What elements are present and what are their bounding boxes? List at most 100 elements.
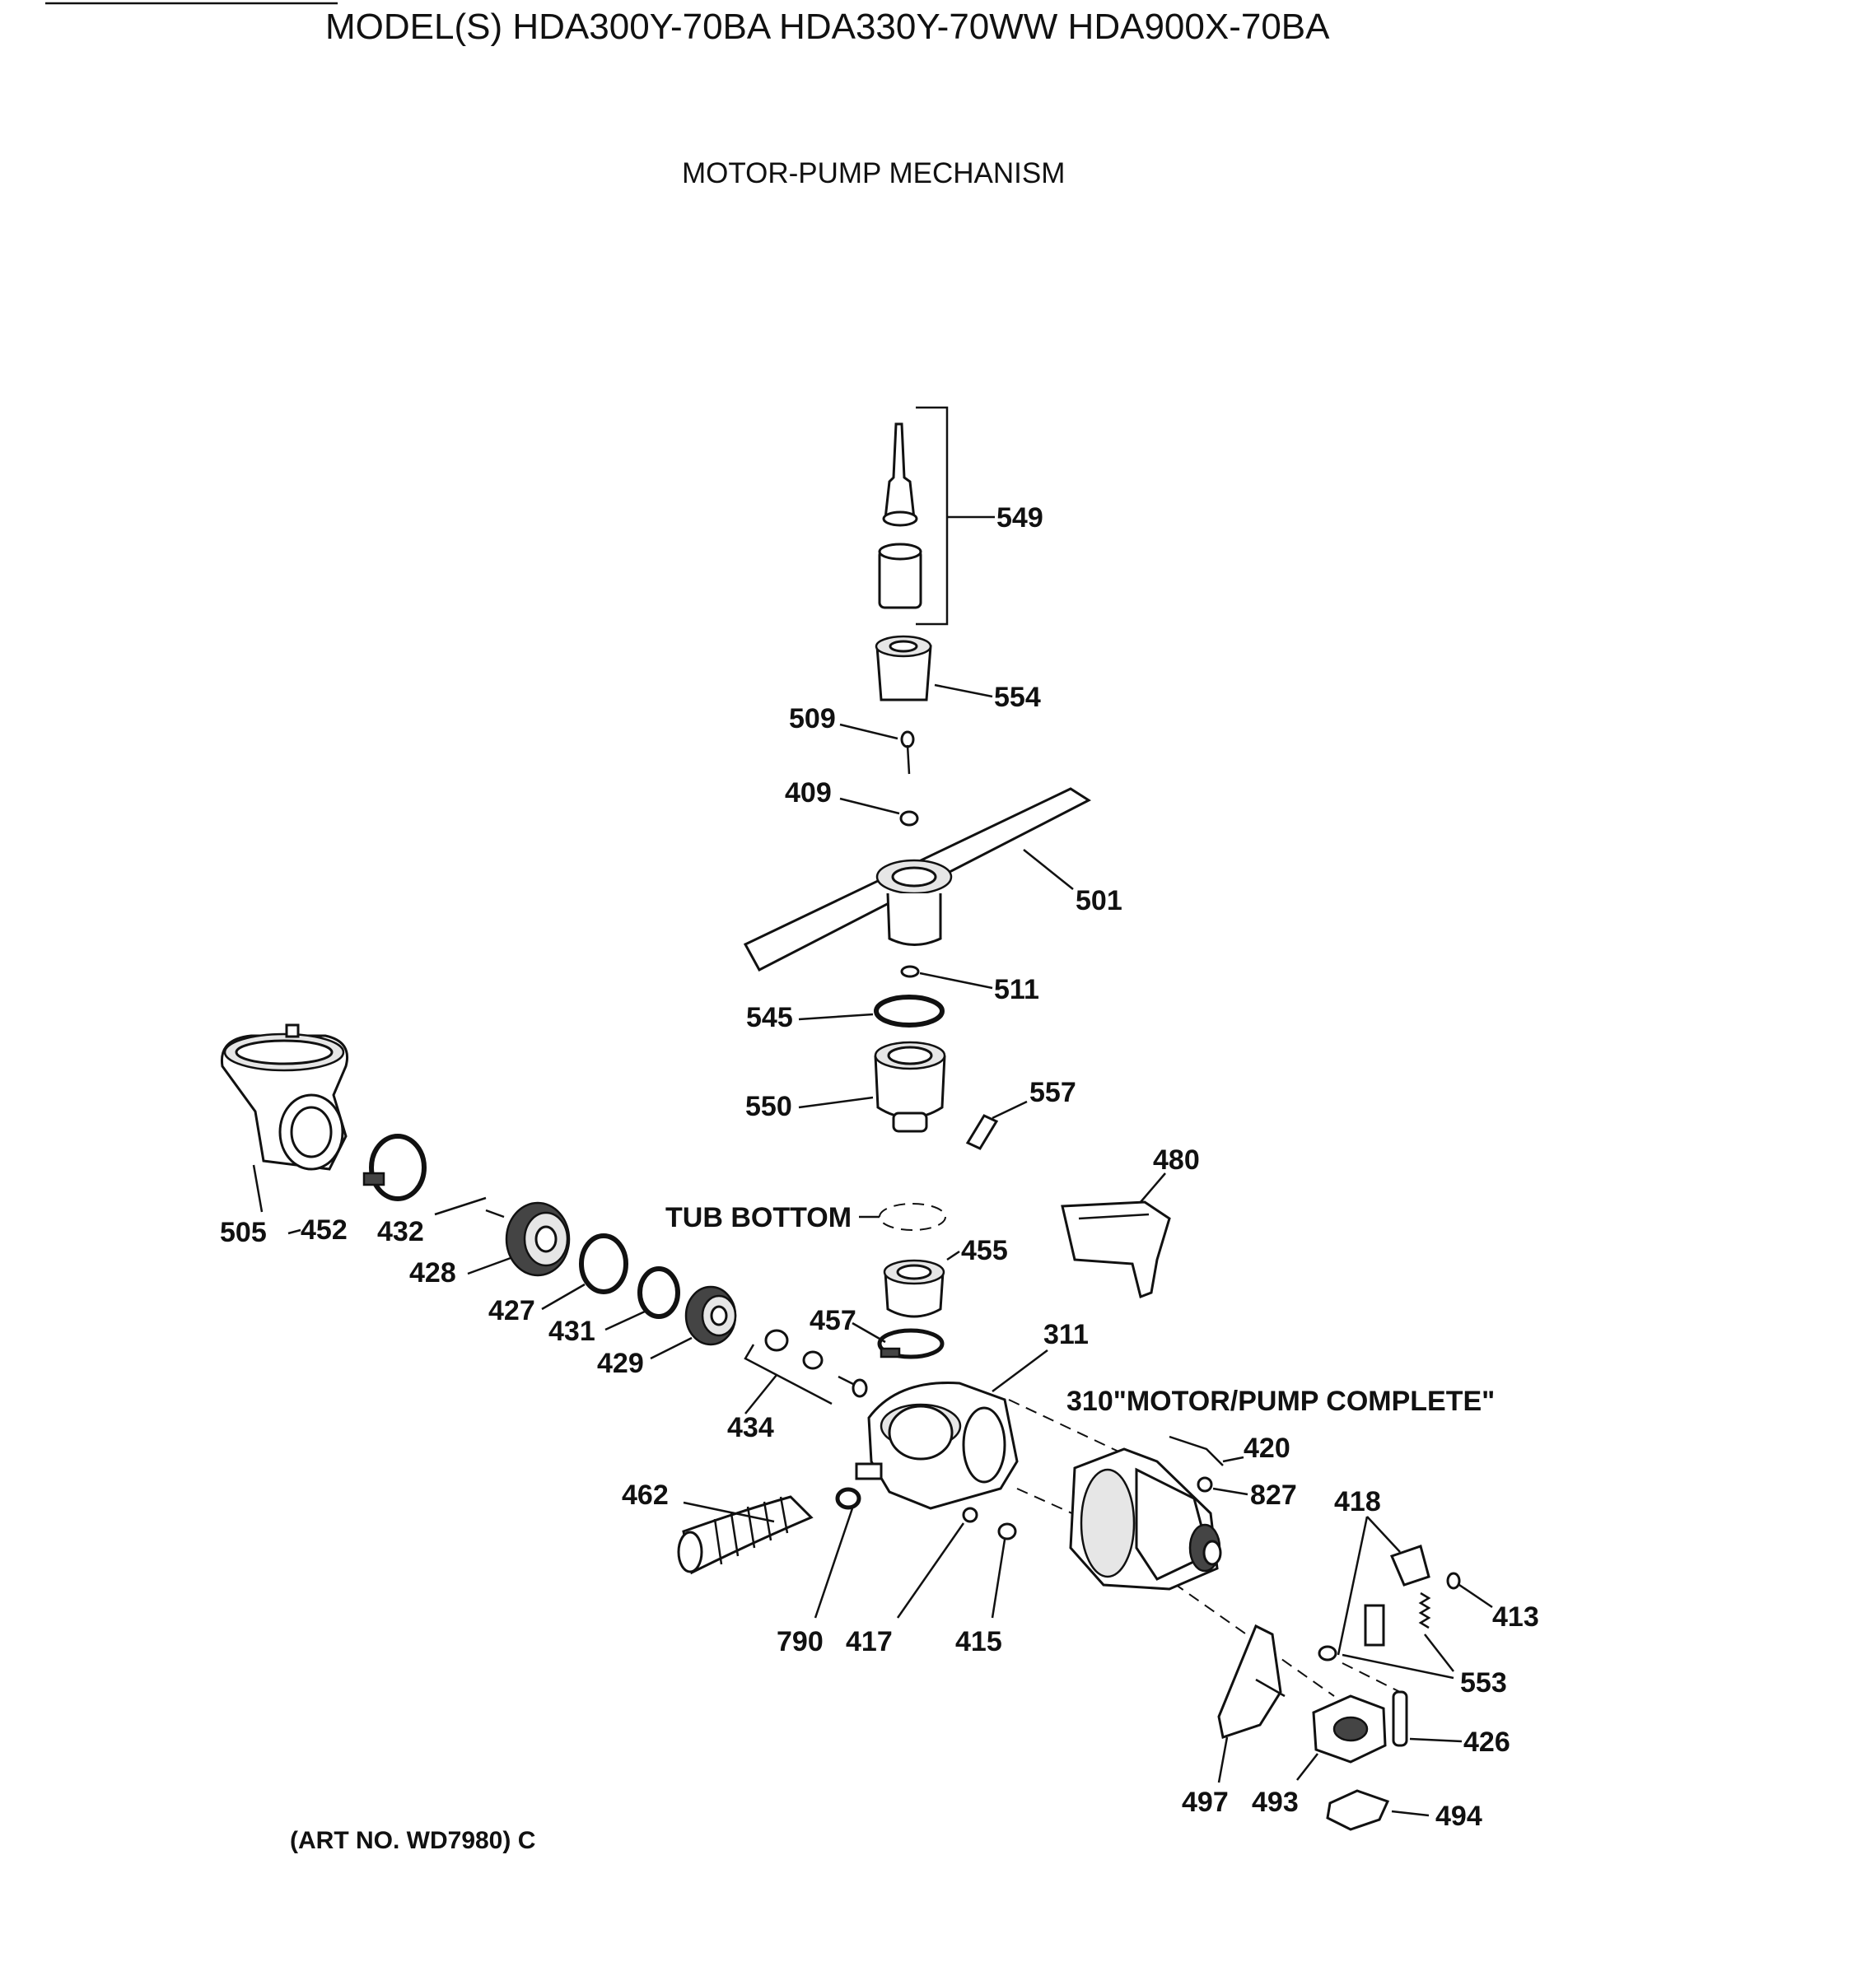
part-455-seal xyxy=(883,1259,945,1318)
callout-501: 501 xyxy=(1076,885,1122,916)
callout-790: 790 xyxy=(777,1626,824,1657)
label-tub-bottom: TUB BOTTOM xyxy=(665,1202,852,1233)
part-550-housing xyxy=(874,1041,946,1133)
leader-427 xyxy=(541,1283,586,1311)
callout-494: 494 xyxy=(1435,1801,1482,1832)
part-494-cover xyxy=(1326,1789,1390,1831)
leader-432 xyxy=(434,1196,487,1216)
part-413-washer xyxy=(1446,1572,1461,1590)
leader-827 xyxy=(1212,1487,1248,1496)
leader-501 xyxy=(1023,849,1074,890)
callout-432: 432 xyxy=(377,1216,424,1247)
leader-509 xyxy=(839,723,898,740)
part-549-spray-tube xyxy=(878,422,922,609)
leader-497 xyxy=(1217,1736,1229,1783)
leader-790 xyxy=(814,1508,854,1619)
leader-418 xyxy=(1337,1516,1401,1656)
part-553-spring xyxy=(1418,1592,1431,1629)
leader-415 xyxy=(991,1539,1006,1619)
leader-511 xyxy=(919,972,993,990)
leader-431 xyxy=(604,1309,647,1331)
part-827-screw xyxy=(1197,1476,1213,1493)
model-title: MODEL(S) HDA300Y-70BA HDA330Y-70WW HDA90… xyxy=(325,7,1330,47)
callout-457: 457 xyxy=(810,1305,856,1336)
callout-413: 413 xyxy=(1492,1601,1539,1633)
part-790-clamp xyxy=(835,1487,861,1510)
callout-409: 409 xyxy=(785,777,832,809)
leader-429 xyxy=(650,1336,693,1360)
leader-452 xyxy=(287,1228,301,1235)
callout-509: 509 xyxy=(789,703,836,734)
part-417-washer xyxy=(962,1507,978,1523)
leader-557 xyxy=(992,1100,1028,1120)
leader-553 xyxy=(1342,1633,1454,1680)
leader-426 xyxy=(1409,1737,1463,1743)
part-493-solenoid xyxy=(1312,1694,1387,1764)
leader-409 xyxy=(839,797,900,815)
part-509-screw xyxy=(900,730,915,775)
callout-554: 554 xyxy=(994,682,1041,713)
callout-549: 549 xyxy=(996,502,1043,534)
callout-417: 417 xyxy=(846,1626,893,1657)
callout-415: 415 xyxy=(955,1626,1002,1657)
part-311-pump-housing xyxy=(855,1382,1019,1510)
leader-457 xyxy=(852,1321,886,1344)
part-511-clip xyxy=(900,965,920,978)
leader-413 xyxy=(1458,1583,1493,1609)
callout-434: 434 xyxy=(727,1412,774,1443)
callout-505: 505 xyxy=(220,1217,267,1248)
callout-511: 511 xyxy=(994,974,1039,1005)
part-428-impeller xyxy=(505,1201,571,1277)
part-431-ring xyxy=(637,1266,680,1319)
callout-427: 427 xyxy=(488,1295,535,1326)
callout-428: 428 xyxy=(409,1257,456,1289)
bracket-549 xyxy=(916,406,995,626)
leader-493 xyxy=(1296,1753,1318,1781)
callout-455: 455 xyxy=(961,1235,1008,1266)
part-557-clip xyxy=(965,1114,999,1150)
part-452-clamp xyxy=(362,1134,427,1201)
leader-462 xyxy=(683,1501,775,1523)
leader-550 xyxy=(798,1096,874,1109)
callout-545: 545 xyxy=(746,1002,793,1033)
part-554-bearing xyxy=(875,635,932,701)
leader-455 xyxy=(946,1250,960,1261)
part-427-ring xyxy=(579,1233,628,1294)
part-429-impeller xyxy=(684,1285,737,1346)
label-motor-pump-complete: 310"MOTOR/PUMP COMPLETE" xyxy=(1066,1386,1495,1417)
leader-311 xyxy=(992,1349,1048,1393)
part-420-wire xyxy=(1169,1435,1224,1466)
leader-428 xyxy=(467,1256,511,1275)
leader-545 xyxy=(798,1013,874,1021)
part-457-clamp xyxy=(877,1328,945,1359)
part-501-spray-arm xyxy=(743,787,1092,972)
art-number: (ART NO. WD7980) C xyxy=(290,1827,535,1854)
callout-426: 426 xyxy=(1463,1727,1510,1758)
callout-429: 429 xyxy=(597,1348,644,1379)
tub-bottom-opening xyxy=(879,1203,946,1231)
part-462-hose xyxy=(677,1495,814,1575)
leader-480 xyxy=(1140,1172,1166,1203)
section-title: MOTOR-PUMP MECHANISM xyxy=(682,157,1065,189)
leader-505 xyxy=(252,1164,264,1213)
leader-420 xyxy=(1222,1456,1244,1463)
leader-494 xyxy=(1391,1810,1430,1817)
part-497-bracket xyxy=(1217,1624,1286,1739)
part-432-bolt xyxy=(485,1209,505,1219)
callout-418: 418 xyxy=(1334,1486,1381,1517)
callout-452: 452 xyxy=(301,1214,348,1246)
callout-420: 420 xyxy=(1244,1433,1290,1464)
callout-431: 431 xyxy=(548,1316,595,1347)
part-480-shield xyxy=(1061,1200,1171,1299)
part-434-parts xyxy=(744,1329,868,1405)
leader-417 xyxy=(896,1522,965,1619)
callout-550: 550 xyxy=(745,1091,792,1122)
callout-557: 557 xyxy=(1029,1077,1076,1108)
part-545-ring xyxy=(874,995,945,1028)
leader-554 xyxy=(934,683,993,698)
part-505-sump xyxy=(220,1023,348,1171)
callout-553: 553 xyxy=(1460,1667,1507,1699)
callout-497: 497 xyxy=(1182,1787,1229,1818)
callout-311: 311 xyxy=(1043,1319,1089,1350)
